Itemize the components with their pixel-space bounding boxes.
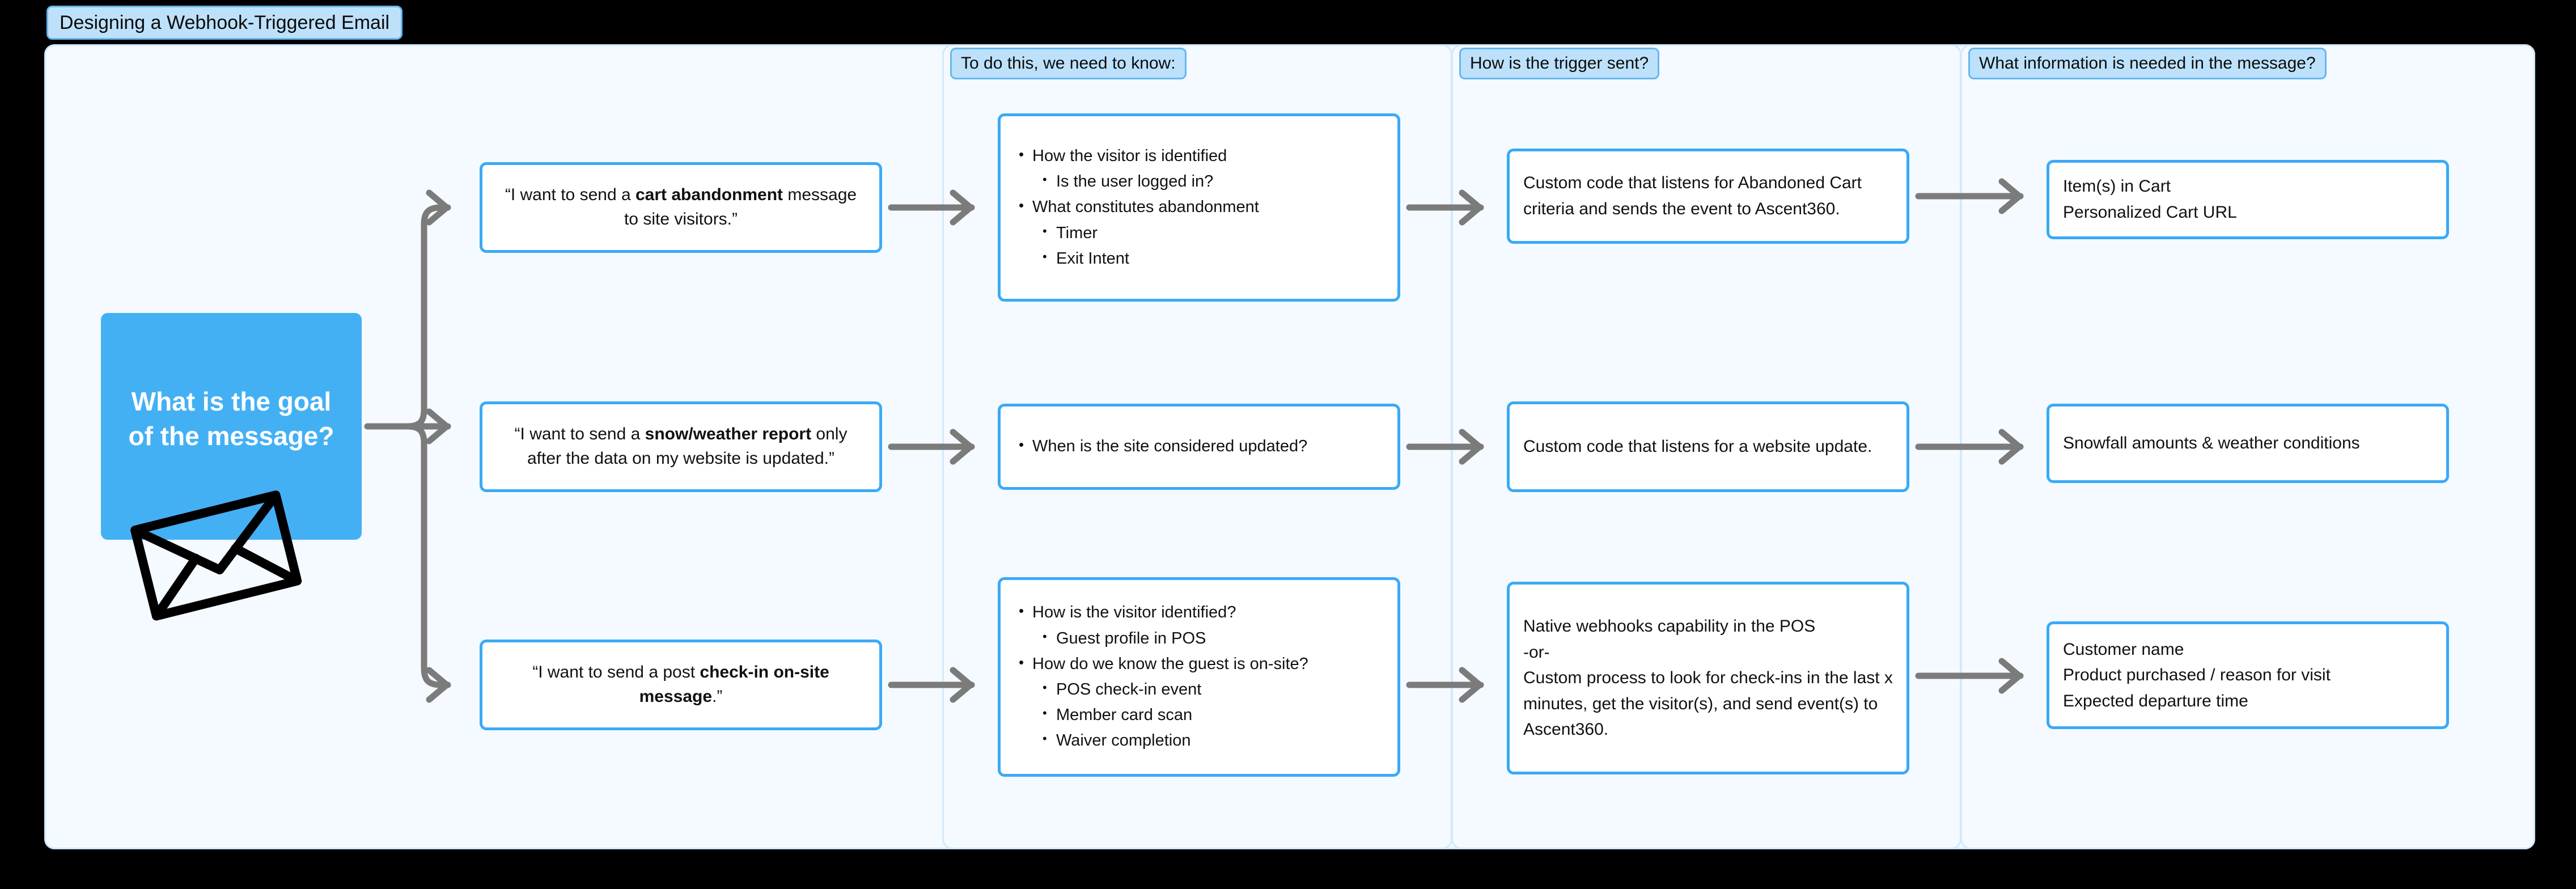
- column-header-message-info: What information is needed in the messag…: [1968, 48, 2327, 79]
- message-info-box-row1[interactable]: Item(s) in Cart Personalized Cart URL: [2047, 160, 2449, 239]
- list-item: How the visitor is identified: [1013, 143, 1385, 169]
- need-to-know-box-row2[interactable]: When is the site considered updated?: [998, 404, 1400, 490]
- message-info-line: Product purchased / reason for visit: [2063, 666, 2331, 685]
- list-item: Member card scan: [1013, 702, 1385, 728]
- list-item: What constitutes abandonment: [1013, 194, 1385, 220]
- need-to-know-box-row3[interactable]: How is the visitor identified? Guest pro…: [998, 577, 1400, 777]
- list-item: POS check-in event: [1013, 677, 1385, 702]
- need-to-know-list-row3: How is the visitor identified? Guest pro…: [1001, 599, 1397, 753]
- trigger-line: Custom process to look for check-ins in …: [1523, 668, 1893, 739]
- trigger-box-row2[interactable]: Custom code that listens for a website u…: [1507, 401, 1909, 492]
- quote-pre: “I want to send a: [514, 425, 645, 444]
- quote-box-row3[interactable]: “I want to send a post check-in on-site …: [480, 640, 882, 730]
- column-header-need-to-know: To do this, we need to know:: [950, 48, 1187, 79]
- trigger-text-row2: Custom code that listens for a website u…: [1523, 437, 1872, 456]
- quote-emphasis: check-in on-site message: [639, 663, 829, 706]
- quote-emphasis: cart abandonment: [635, 185, 783, 205]
- list-item: Is the user logged in?: [1013, 169, 1385, 194]
- quote-pre: “I want to send a: [505, 185, 635, 205]
- list-item: How is the visitor identified?: [1013, 599, 1385, 625]
- need-to-know-box-row1[interactable]: How the visitor is identified Is the use…: [998, 113, 1400, 302]
- message-info-box-row2[interactable]: Snowfall amounts & weather conditions: [2047, 404, 2449, 483]
- list-item: When is the site considered updated?: [1013, 433, 1385, 459]
- trigger-line: Native webhooks capability in the POS: [1523, 617, 1816, 636]
- quote-post: .”: [712, 687, 723, 706]
- trigger-box-row1[interactable]: Custom code that listens for Abandoned C…: [1507, 149, 1909, 244]
- message-info-line: Personalized Cart URL: [2063, 203, 2237, 222]
- quote-post: message to site visitors.”: [624, 185, 857, 228]
- need-to-know-list-row1: How the visitor is identified Is the use…: [1001, 143, 1397, 272]
- trigger-box-row3[interactable]: Native webhooks capability in the POS -o…: [1507, 582, 1909, 774]
- list-item: Waiver completion: [1013, 728, 1385, 753]
- quote-box-row2[interactable]: “I want to send a snow/weather report on…: [480, 401, 882, 492]
- envelope-icon: [130, 490, 302, 621]
- quote-box-row1[interactable]: “I want to send a cart abandonment messa…: [480, 162, 882, 253]
- need-to-know-list-row2: When is the site considered updated?: [1001, 433, 1397, 459]
- quote-post: only after the data on my website is upd…: [527, 425, 848, 468]
- diagram-title: Designing a Webhook-Triggered Email: [46, 6, 403, 40]
- message-info-line: Snowfall amounts & weather conditions: [2063, 434, 2360, 453]
- trigger-line: -or-: [1523, 642, 1550, 662]
- message-info-line: Expected departure time: [2063, 691, 2248, 710]
- list-item: Exit Intent: [1013, 246, 1385, 272]
- quote-emphasis: snow/weather report: [645, 425, 812, 444]
- message-info-box-row3[interactable]: Customer name Product purchased / reason…: [2047, 621, 2449, 729]
- trigger-text-row1: Custom code that listens for Abandoned C…: [1523, 173, 1862, 218]
- list-item: How do we know the guest is on-site?: [1013, 651, 1385, 677]
- message-info-line: Item(s) in Cart: [2063, 177, 2171, 196]
- quote-pre: “I want to send a post: [532, 663, 700, 682]
- message-info-line: Customer name: [2063, 640, 2184, 659]
- list-item: Timer: [1013, 221, 1385, 246]
- list-item: Guest profile in POS: [1013, 626, 1385, 651]
- column-header-trigger: How is the trigger sent?: [1459, 48, 1660, 79]
